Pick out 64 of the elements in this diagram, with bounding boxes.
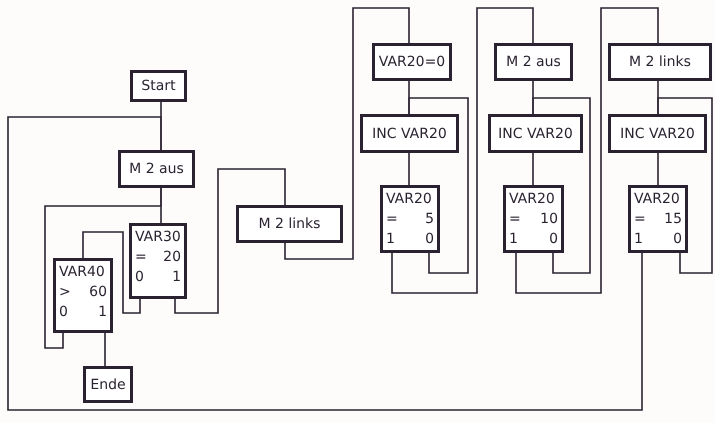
connector-line xyxy=(408,97,469,274)
connector-line xyxy=(408,153,410,185)
condition-operand: 5 xyxy=(425,210,434,228)
step-label: INC VAR20 xyxy=(620,126,695,140)
branch-label: 0 xyxy=(425,230,434,248)
connector-line xyxy=(532,97,591,274)
process-box xyxy=(130,70,187,102)
condition-box xyxy=(380,185,440,253)
condition-box xyxy=(503,185,564,253)
process-box xyxy=(608,114,707,153)
connector-line xyxy=(174,168,286,314)
process-box xyxy=(360,114,459,153)
step-label: Ende xyxy=(90,378,126,392)
condition-operand: 10 xyxy=(540,210,558,228)
condition-variable: VAR30 xyxy=(135,228,181,246)
step-label: M 2 aus xyxy=(506,55,561,69)
condition-variable: VAR40 xyxy=(59,263,105,281)
connector-line xyxy=(515,7,659,294)
connector-line xyxy=(284,7,410,260)
process-box xyxy=(118,150,195,188)
connector-line xyxy=(532,153,534,185)
step-label: INC VAR20 xyxy=(372,126,447,140)
step-label: M 2 links xyxy=(258,217,320,231)
connector-line xyxy=(657,97,713,274)
branch-label: 1 xyxy=(386,230,395,248)
condition-box xyxy=(53,258,113,333)
condition-operand: = xyxy=(135,248,147,266)
branch-label: 1 xyxy=(634,230,643,248)
condition-operand: = xyxy=(634,210,646,228)
condition-operand: 20 xyxy=(163,248,181,266)
step-label: Start xyxy=(141,79,176,93)
condition-operand: 60 xyxy=(89,283,107,301)
branch-label: 0 xyxy=(673,230,682,248)
branch-label: 1 xyxy=(172,268,181,286)
process-box xyxy=(83,366,133,403)
condition-variable: VAR20 xyxy=(509,190,555,208)
branch-label: 0 xyxy=(135,268,144,286)
condition-box xyxy=(129,223,187,299)
connector-line xyxy=(7,116,643,411)
branch-label: 1 xyxy=(98,303,107,321)
process-box xyxy=(494,43,573,81)
connector-line xyxy=(82,231,141,314)
step-label: M 2 links xyxy=(629,55,691,69)
branch-label: 1 xyxy=(509,230,518,248)
condition-operand: > xyxy=(59,283,71,301)
connector-line xyxy=(104,333,106,366)
process-box xyxy=(488,114,583,153)
condition-operand: 15 xyxy=(664,210,682,228)
process-box xyxy=(236,205,343,243)
condition-operand: = xyxy=(509,210,521,228)
condition-box xyxy=(628,185,688,253)
branch-label: 0 xyxy=(549,230,558,248)
condition-operand: = xyxy=(386,210,398,228)
condition-variable: VAR20 xyxy=(634,190,680,208)
process-box xyxy=(608,43,712,81)
connector-line xyxy=(391,7,534,294)
step-label: VAR20=0 xyxy=(378,55,446,69)
condition-variable: VAR20 xyxy=(386,190,432,208)
process-box xyxy=(372,43,452,81)
branch-label: 0 xyxy=(59,303,68,321)
step-label: INC VAR20 xyxy=(498,126,573,140)
step-label: M 2 aus xyxy=(129,162,184,176)
connector-line xyxy=(44,188,162,349)
connector-line xyxy=(657,153,659,185)
